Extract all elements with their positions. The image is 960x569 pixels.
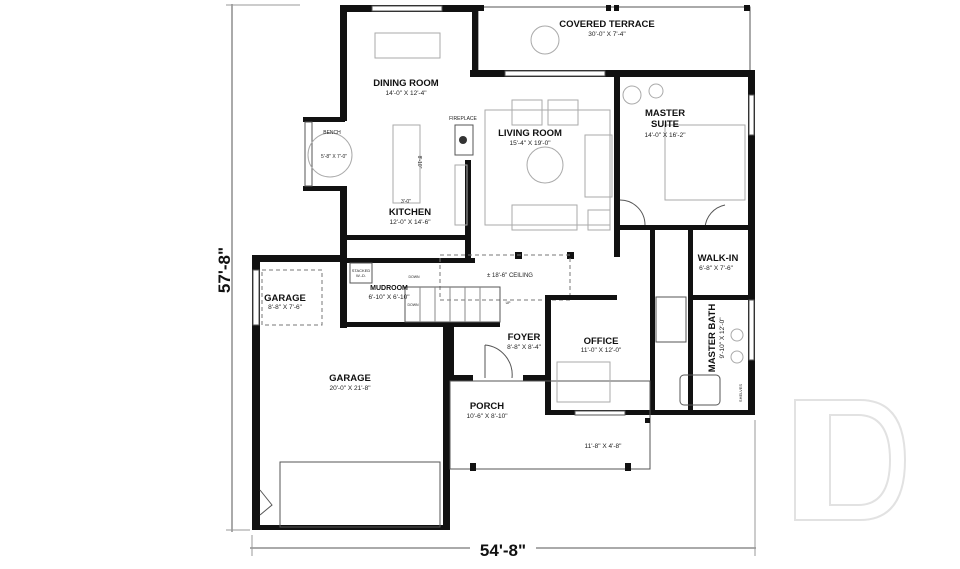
porch-name: PORCH — [470, 401, 504, 412]
stacked-wd-2: W.-D. — [356, 273, 366, 278]
walk-in-size: 6'-8" X 7'-6" — [699, 265, 734, 272]
fireplace-label: FIREPLACE — [449, 116, 477, 122]
front-porch-size: 11'-8" X 4'-8" — [585, 443, 623, 450]
up-label: UP — [506, 301, 512, 305]
dimension-lines — [226, 4, 756, 556]
mudroom-name: MUDROOM — [370, 285, 408, 292]
front-walls — [448, 295, 755, 471]
mudroom-size: 6'-10" X 6'-10" — [368, 294, 410, 301]
master-suite-name-1: MASTER — [645, 108, 685, 119]
office-name: OFFICE — [584, 336, 619, 347]
porch-size: 10'-6" X 8'-10" — [466, 413, 508, 420]
master-suite-size: 14'-0" X 16'-2" — [644, 132, 686, 139]
living-name: LIVING ROOM — [498, 128, 562, 139]
master-bath-size: 9'-10" X 12'-0" — [719, 317, 726, 359]
dining-size: 14'-0" X 12'-4" — [385, 90, 427, 97]
garage-size: 20'-0" X 21'-8" — [329, 385, 371, 392]
master-bath-name: MASTER BATH — [707, 304, 718, 373]
living-size: 15'-4" X 19'-0" — [509, 140, 551, 147]
covered-terrace — [470, 5, 755, 77]
master-suite-name-2: SUITE — [651, 119, 679, 130]
down-label-2: DOWN — [407, 303, 419, 307]
overall-width-label: 54'-8" — [480, 541, 526, 560]
garage-small-size: 8'-8" X 7'-6" — [268, 304, 303, 311]
garage-small-name: GARAGE — [264, 293, 306, 304]
down-label-1: DOWN — [408, 275, 420, 279]
stairs[interactable] — [349, 262, 501, 323]
office-size: 11'-0" X 12'-0" — [581, 347, 622, 354]
foyer-size: 8'-8" X 8'-4" — [507, 344, 542, 351]
kitchen-size: 12'-0" X 14'-6" — [389, 219, 431, 226]
terrace-name: COVERED TERRACE — [559, 19, 655, 30]
exterior-walls — [303, 5, 755, 415]
bench-table — [307, 132, 353, 178]
stacked-wd-1: STACKED — [352, 268, 371, 273]
shelves-label: SHELVES — [738, 384, 743, 402]
watermark-logo — [794, 399, 907, 521]
master-suite-furniture — [619, 83, 748, 410]
living-furniture — [439, 99, 613, 301]
terrace-size: 30'-0" X 7'-4" — [588, 31, 626, 38]
walk-in-name: WALK-IN — [698, 253, 739, 264]
foyer-name: FOYER — [508, 332, 541, 343]
overall-depth-label: 57'-8" — [215, 247, 234, 293]
island-width: 3'-0" — [401, 199, 411, 205]
bench-size: 5'-8" X 7'-0" — [321, 154, 347, 160]
bench-name: BENCH — [323, 130, 341, 136]
ceiling-note: ± 18'-6" CEILING — [487, 273, 533, 279]
dining-name: DINING ROOM — [373, 78, 439, 89]
kitchen-name: KITCHEN — [389, 207, 431, 218]
garage-name: GARAGE — [329, 373, 371, 384]
garage — [252, 255, 500, 530]
island-length: 8'-10" — [416, 156, 422, 169]
